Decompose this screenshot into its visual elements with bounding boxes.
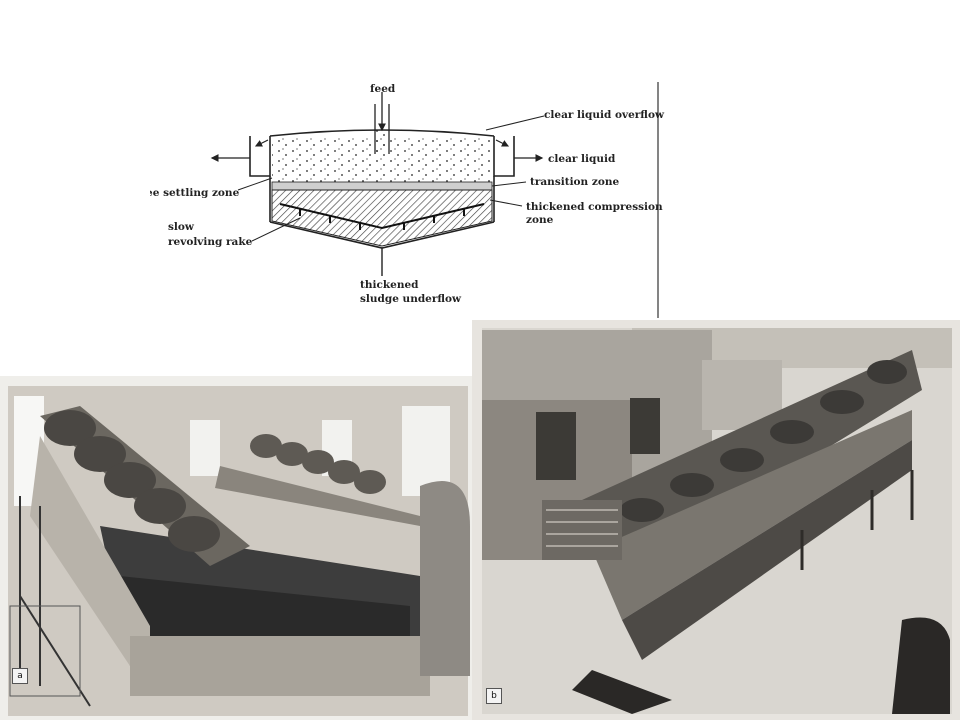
label-thickened: thickened	[360, 279, 419, 291]
settling-leader	[237, 177, 273, 191]
label-free-settling-zone: free settling zone	[150, 187, 240, 199]
label-feed: feed	[370, 83, 396, 95]
label-thickened-compression: thickened compression	[526, 201, 663, 213]
thickener-diagram: feed clear liquid overflow clear liquid …	[150, 82, 665, 318]
label-clear-liquid: clear liquid	[548, 153, 616, 165]
label-transition-zone: transition zone	[530, 176, 619, 188]
feed-well	[374, 92, 390, 154]
rake-leader	[251, 217, 301, 242]
photo-a-illustration	[0, 376, 474, 720]
transition-zone	[271, 181, 493, 191]
photo-b-illustration	[472, 320, 960, 720]
label-clear-liquid-overflow: clear liquid overflow	[544, 109, 665, 121]
photo-b-tag: b	[486, 688, 502, 704]
compression-zone	[271, 189, 493, 247]
label-revolving-rake: revolving rake	[168, 236, 253, 248]
label-compression-zone: zone	[526, 214, 554, 226]
photo-b-outdoor-classifier: b	[472, 320, 960, 720]
label-sludge-underflow: sludge underflow	[360, 293, 462, 305]
rake-icon	[279, 203, 485, 230]
label-slow: slow	[168, 221, 195, 233]
transition-leader	[491, 181, 527, 187]
overflow-leader	[485, 115, 545, 131]
right-overflow-arrow	[495, 139, 510, 147]
photo-a-tag: a	[12, 668, 28, 684]
left-overflow-arrow	[254, 139, 269, 147]
photo-a-screw-classifier: a	[0, 376, 474, 720]
compression-leader	[489, 199, 523, 207]
